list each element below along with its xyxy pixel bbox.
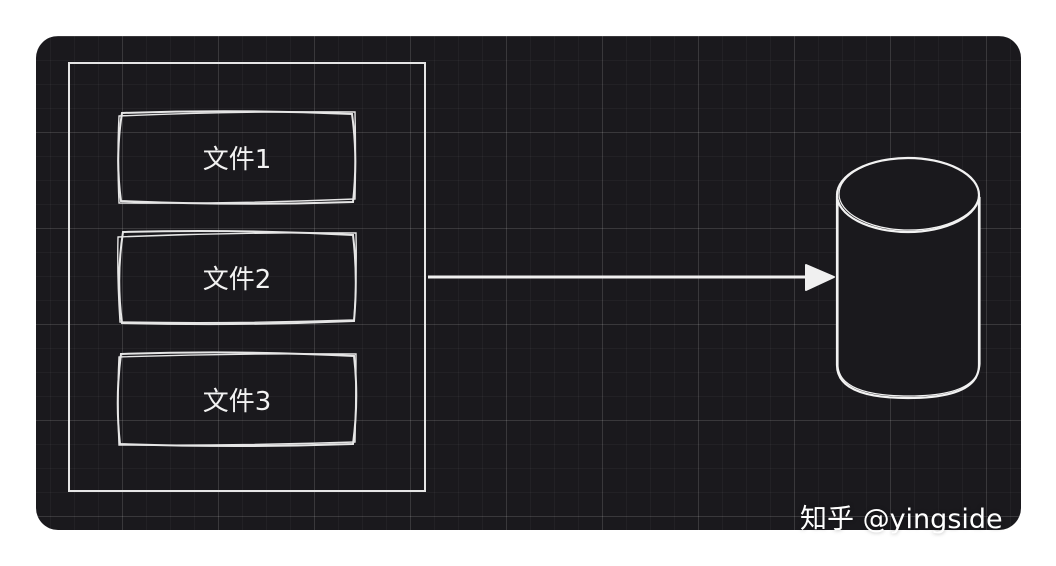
- file-card-3: 文件3: [116, 351, 358, 447]
- sketch-rect-3: [116, 351, 358, 447]
- file-label-1: 文件1: [202, 144, 272, 175]
- watermark: 知乎 @yingside: [800, 504, 1003, 535]
- file-group-container: [68, 62, 426, 492]
- sketch-rect-2: [117, 230, 357, 326]
- sketch-rect-1: [117, 110, 357, 205]
- file-label-3: 文件3: [202, 386, 272, 417]
- file-label-2: 文件2: [202, 264, 272, 295]
- file-card-2: 文件2: [116, 230, 358, 326]
- file-card-1: 文件1: [116, 110, 358, 205]
